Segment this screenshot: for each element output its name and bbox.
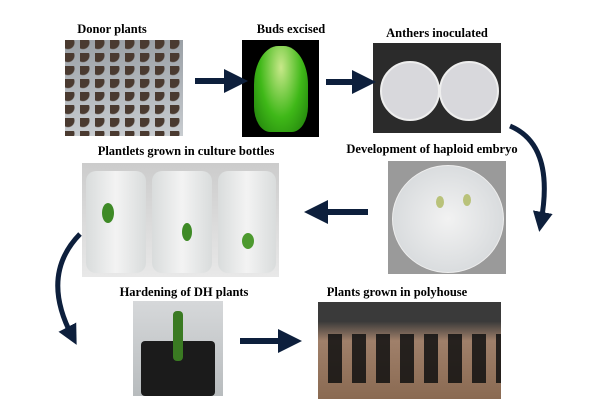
curved-arrow-down-left	[55, 232, 82, 345]
photo-haploid-embryo	[388, 161, 506, 274]
photo-polyhouse	[318, 302, 501, 399]
label-buds-excised: Buds excised	[256, 22, 326, 36]
photo-culture-bottles	[82, 163, 279, 277]
label-polyhouse: Plants grown in polyhouse	[326, 285, 468, 299]
label-anthers-inoculated: Anthers inoculated	[386, 26, 488, 40]
label-donor-plants: Donor plants	[77, 22, 147, 36]
photo-hardening	[133, 301, 223, 396]
label-hardening: Hardening of DH plants	[119, 285, 249, 299]
label-culture-bottles: Plantlets grown in culture bottles	[97, 144, 275, 158]
label-haploid-embryo: Development of haploid embryo	[346, 142, 518, 156]
photo-excised-bud	[242, 40, 319, 137]
curved-arrow-down-right	[508, 123, 553, 232]
photo-donor-plants	[65, 40, 183, 136]
photo-anther-plates	[373, 43, 501, 133]
